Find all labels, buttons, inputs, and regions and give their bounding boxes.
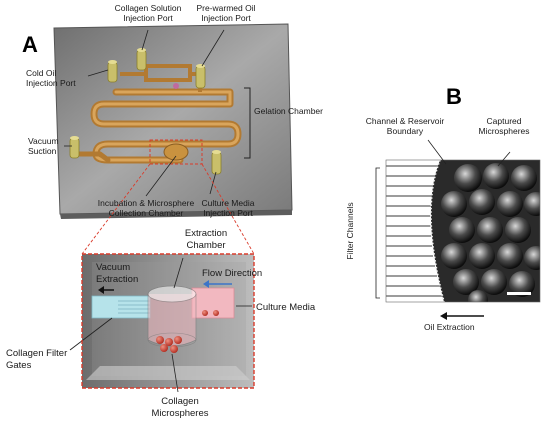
label-oil-port: Pre-warmed Oil Injection Port: [180, 3, 272, 23]
label-extraction-chamber-line1: Extraction: [184, 228, 228, 239]
inset-diagram: [69, 253, 255, 393]
micrograph: [385, 159, 541, 303]
label-boundary-line2: Boundary: [386, 126, 424, 136]
label-captured-line2: Microspheres: [478, 126, 530, 136]
label-gelation: Gelation Chamber: [254, 106, 323, 116]
port-cold-oil: [107, 60, 118, 83]
label-captured-line1: Captured: [486, 116, 522, 126]
label-culture-port-line1: Culture Media: [201, 198, 255, 208]
label-filter-gates-line1: Collagen Filter: [6, 348, 68, 359]
label-vacuum-extraction-line1: Vacuum: [96, 262, 131, 273]
port-collagen: [136, 48, 147, 71]
label-cold-oil-line2: Injection Port: [26, 78, 76, 88]
label-vacuum-line1: Vacuum: [28, 136, 59, 146]
label-collagen-microspheres-line1: Collagen: [161, 396, 199, 407]
label-flow-direction: Flow Direction: [202, 268, 263, 279]
incubation-chamber: [163, 143, 189, 161]
label-vacuum: Vacuum Suction: [28, 136, 59, 156]
label-extraction-chamber-line2: Chamber: [186, 239, 226, 251]
label-collagen-port-line1: Collagen Solution: [114, 3, 182, 13]
filter-channel-lines: [386, 165, 444, 297]
panel-a-letter: A: [22, 32, 38, 57]
label-boundary-line1: Channel & Reservoir: [365, 116, 445, 126]
label-culture-port: Culture Media Injection Port: [186, 198, 270, 218]
label-oil-port-line2: Injection Port: [201, 13, 251, 23]
port-vacuum: [69, 136, 80, 159]
label-filter-gates-line2: Gates: [6, 359, 32, 371]
label-boundary: Channel & Reservoir Boundary: [355, 116, 455, 136]
scale-bar: [507, 292, 531, 295]
label-culture-port-line2: Injection Port: [203, 208, 253, 218]
captured-microspheres: [430, 160, 540, 302]
device-chip: [53, 23, 293, 219]
label-cold-oil: Cold Oil Injection Port: [26, 68, 76, 88]
label-oil-port-line1: Pre-warmed Oil: [196, 3, 256, 13]
filter-channel: [91, 295, 151, 319]
zoom-projection: [81, 163, 255, 255]
label-filter-channels: Filter Channels: [345, 202, 355, 260]
oil-extraction-arrow: [440, 312, 484, 320]
label-extraction-chamber: Extraction Chamber: [174, 228, 238, 251]
label-vacuum-extraction: Vacuum Extraction: [96, 262, 138, 285]
label-vacuum-extraction-line2: Extraction: [96, 273, 139, 285]
extraction-chamber: [147, 285, 197, 348]
port-culture: [211, 150, 222, 175]
vacuum-extraction-arrow: [98, 286, 114, 294]
label-oil-extraction: Oil Extraction: [424, 322, 475, 332]
flow-direction-arrow: [203, 280, 232, 288]
label-collagen-port-line2: Injection Port: [123, 13, 173, 23]
leader-lines-b: [375, 139, 511, 299]
label-cold-oil-line1: Cold Oil: [26, 68, 57, 78]
label-collagen-microspheres-line2: Microspheres: [151, 407, 209, 419]
channel-reservoir-boundary: [430, 159, 445, 303]
culture-channel: [191, 287, 235, 319]
label-vacuum-line2: Suction: [28, 146, 57, 156]
port-oil: [195, 64, 206, 89]
label-filter-gates: Collagen Filter Gates: [6, 348, 67, 371]
label-collagen-microspheres: Collagen Microspheres: [140, 396, 220, 419]
label-incubation-line1: Incubation & Microsphere: [97, 198, 195, 208]
label-incubation: Incubation & Microsphere Collection Cham…: [88, 198, 204, 218]
label-captured: Captured Microspheres: [468, 116, 540, 136]
filter-gates: [118, 300, 150, 314]
injection-ports: [69, 48, 222, 175]
label-collagen-port: Collagen Solution Injection Port: [100, 3, 196, 23]
collagen-microspheres: [156, 336, 182, 353]
label-culture-media: Culture Media: [256, 302, 316, 313]
label-incubation-line2: Collection Chamber: [108, 208, 184, 218]
panel-b-letter: B: [446, 84, 462, 109]
